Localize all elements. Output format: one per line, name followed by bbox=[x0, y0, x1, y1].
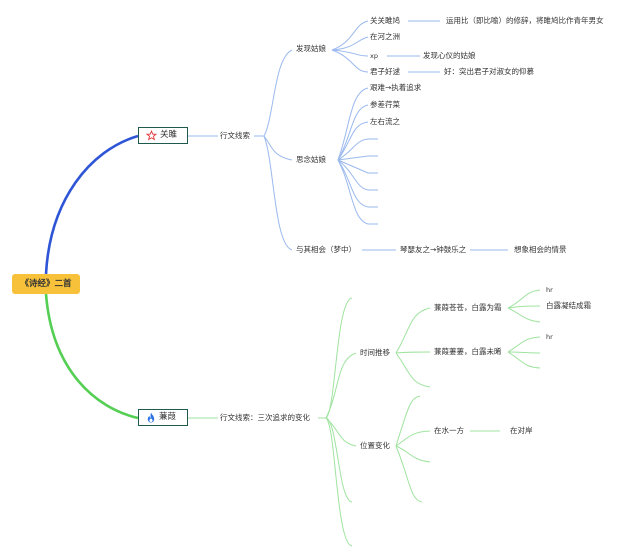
jianjia-node[interactable]: 蒹葭 bbox=[138, 409, 188, 426]
root-node[interactable]: 《诗经》二首 bbox=[12, 274, 80, 294]
place-shift[interactable]: 位置变化 bbox=[360, 441, 390, 450]
longing-girl[interactable]: 思念姑娘 bbox=[296, 155, 326, 164]
star-icon bbox=[146, 130, 157, 141]
discover-note-3[interactable]: 发现心仪的姑娘 bbox=[423, 51, 476, 60]
jianjia-thread[interactable]: 行文线索：三次追求的变化 bbox=[220, 413, 310, 422]
discover-girl[interactable]: 发现姑娘 bbox=[296, 44, 326, 53]
guanju-node[interactable]: 关雎 bbox=[138, 127, 188, 144]
discover-note-4[interactable]: 好：突出君子对淑女的仰慕 bbox=[444, 67, 534, 76]
discover-note-1[interactable]: 运用比（即比喻）的修辞，将雎鸠比作青年男女 bbox=[446, 16, 604, 25]
time-stage-1-leaf-2[interactable]: 白露凝结成霜 bbox=[546, 301, 591, 310]
dream-meeting[interactable]: 与其相会（梦中） bbox=[296, 245, 356, 254]
time-stage-1[interactable]: 蒹葭苍苍，白露为霜 bbox=[434, 303, 502, 312]
time-shift[interactable]: 时间推移 bbox=[360, 348, 390, 357]
jianjia-title: 蒹葭 bbox=[159, 412, 177, 422]
discover-item-2[interactable]: 在河之洲 bbox=[370, 32, 400, 41]
discover-item-1[interactable]: 关关雎鸠 bbox=[370, 16, 400, 25]
longing-item-1[interactable]: 艰难→执着追求 bbox=[370, 83, 422, 92]
place-stage-1-leaf[interactable]: 在对岸 bbox=[510, 426, 533, 435]
guanju-title: 关雎 bbox=[160, 130, 178, 140]
longing-item-3[interactable]: 左右流之 bbox=[370, 117, 400, 126]
time-stage-2[interactable]: 蒹葭萋萋，白露未晞 bbox=[434, 347, 502, 356]
dream-result[interactable]: 想象相会的情景 bbox=[514, 245, 567, 254]
discover-item-3[interactable]: xp bbox=[370, 52, 378, 60]
time-stage-1-leaf-1[interactable]: hr bbox=[546, 286, 553, 294]
dream-step[interactable]: 琴瑟友之→钟鼓乐之 bbox=[400, 245, 467, 254]
guanju-connectors bbox=[188, 20, 508, 251]
longing-item-2[interactable]: 参差荇菜 bbox=[370, 100, 400, 109]
time-stage-2-leaf-1[interactable]: hr bbox=[546, 333, 553, 341]
flame-icon bbox=[147, 412, 155, 423]
guanju-thread[interactable]: 行文线索 bbox=[220, 131, 250, 140]
jianjia-connectors bbox=[188, 289, 541, 547]
place-stage-1[interactable]: 在水一方 bbox=[434, 426, 464, 435]
blue-branch-line bbox=[44, 134, 139, 275]
green-branch-line bbox=[44, 293, 139, 420]
discover-item-4[interactable]: 君子好逑 bbox=[370, 67, 400, 76]
